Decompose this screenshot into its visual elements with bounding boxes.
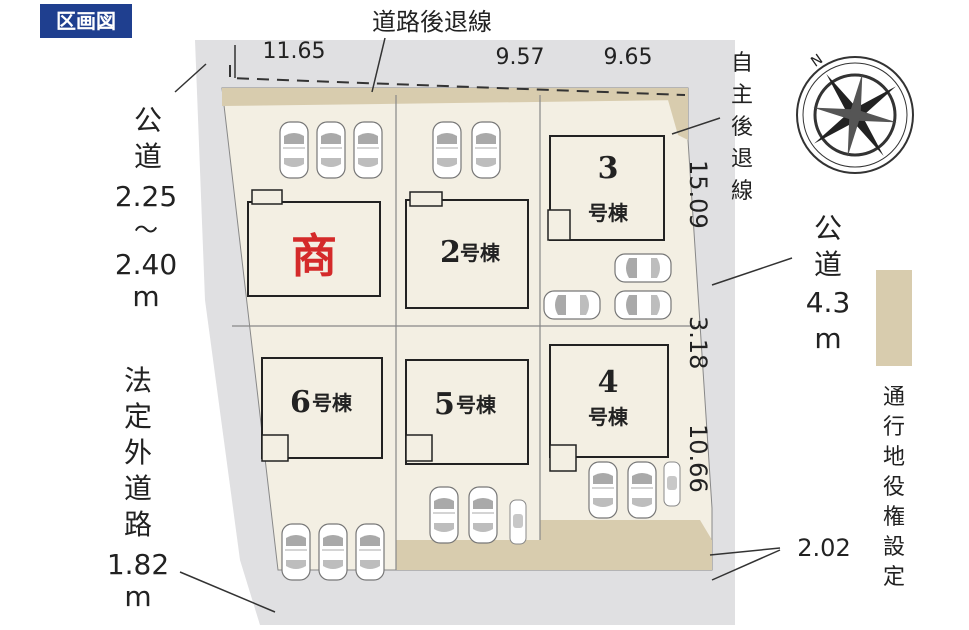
title-badge-text: 区画図 — [56, 9, 116, 33]
title-badge-bg — [40, 4, 132, 38]
leader-setback — [371, 37, 386, 93]
bicycle-icon — [509, 499, 527, 545]
lot4-suffix: 号棟 — [588, 405, 629, 429]
car-icon — [281, 523, 311, 581]
car-icon — [468, 486, 498, 544]
left-road-tilde: 〜 — [134, 216, 158, 244]
easement-char: 地 — [883, 445, 905, 470]
bicycle-icon — [663, 461, 681, 507]
left-road-label: 公 道 2.25 〜 2.40 m — [115, 104, 177, 313]
dim-right-upper: 15.09 — [684, 160, 712, 229]
car-icon — [429, 486, 459, 544]
right-road-char: 公 — [814, 212, 842, 245]
left-road-char: 道 — [134, 140, 162, 173]
easement-legend-label: 通 行 地 役 権 設 定 — [883, 385, 905, 590]
lot5-label: 5 号棟 — [434, 387, 497, 422]
outside-road-char: 法 — [124, 364, 152, 397]
car-icon — [627, 461, 657, 519]
leader-right-road — [711, 257, 793, 286]
easement-char: 通 — [883, 385, 905, 410]
building-lot5 — [405, 359, 529, 465]
easement-legend-swatch — [876, 270, 912, 366]
easement-char: 役 — [883, 475, 905, 500]
car-icon — [318, 523, 348, 581]
leader-easement-b — [711, 549, 781, 581]
outside-road-label: 法 定 外 道 路 1.82 m — [107, 364, 169, 613]
road-setback-label: 道路後退線 — [372, 8, 492, 36]
title-badge: 区画図 — [40, 4, 132, 38]
outside-road-char: 定 — [124, 400, 152, 433]
lot6-suffix: 号棟 — [312, 391, 353, 415]
easement-char: 行 — [883, 415, 905, 440]
dim-right-mid: 3.18 — [684, 316, 712, 369]
right-road-char: 道 — [814, 248, 842, 281]
self-setback-char: 後 — [731, 115, 753, 140]
dim-top-left: 11.65 — [263, 39, 326, 64]
lot3-number: 3 — [598, 151, 619, 186]
dim-top-right: 9.65 — [604, 45, 653, 70]
easement-char: 権 — [883, 505, 905, 530]
leader-self-setback — [671, 117, 721, 135]
outside-road-unit: m — [124, 580, 151, 613]
self-setback-char: 線 — [731, 179, 753, 204]
lot4-label: 4 号棟 — [588, 365, 629, 429]
car-icon — [614, 253, 672, 283]
car-icon — [279, 121, 309, 179]
lot4-number: 4 — [598, 365, 619, 400]
lot2-suffix: 号棟 — [460, 241, 501, 265]
building-lot6 — [261, 357, 383, 462]
leader-outside-road — [179, 571, 276, 613]
lot3-suffix: 号棟 — [588, 201, 629, 225]
left-road-width-from: 2.25 — [115, 180, 177, 213]
car-icon — [432, 121, 462, 179]
dim-top-mid: 9.57 — [496, 45, 545, 70]
car-icon — [588, 461, 618, 519]
lot6-number: 6 — [290, 385, 311, 420]
building-lot2 — [405, 191, 529, 309]
lot5-number: 5 — [434, 387, 455, 422]
right-road-width: 4.3 — [806, 286, 851, 319]
left-road-unit: m — [132, 280, 159, 313]
self-setback-char: 退 — [731, 147, 753, 172]
leader-easement-a — [709, 547, 781, 556]
self-setback-char: 主 — [731, 83, 753, 108]
lot2-label: 2 号棟 — [440, 235, 501, 270]
right-road-label: 公 道 4.3 m — [806, 212, 851, 355]
dim-right-lower: 10.66 — [684, 424, 712, 493]
building-lot3 — [547, 135, 665, 241]
self-setback-label: 自 主 後 退 線 — [731, 51, 753, 204]
lot3-label: 3 号棟 — [588, 151, 629, 225]
car-icon — [543, 290, 601, 320]
right-road-unit: m — [814, 322, 841, 355]
compass-rose-icon: N — [796, 51, 914, 174]
lot-dividers — [232, 95, 695, 570]
car-icon — [614, 290, 672, 320]
easement-char: 定 — [883, 565, 905, 590]
building-lot4 — [549, 344, 669, 472]
setback-dashed-line — [229, 65, 686, 96]
top-setback-strip — [222, 88, 688, 106]
left-road-char: 公 — [134, 104, 162, 137]
easement-strip-right — [540, 520, 712, 540]
car-icon — [353, 121, 383, 179]
dim-bottom-right: 2.02 — [797, 534, 850, 562]
car-icon — [316, 121, 346, 179]
self-setback-char: 自 — [731, 51, 753, 76]
lot5-suffix: 号棟 — [456, 393, 497, 417]
building-shop — [247, 189, 381, 297]
lot-shop-label: 商 — [291, 229, 337, 283]
lot2-number: 2 — [440, 235, 461, 270]
leader-left-road — [174, 63, 207, 93]
outside-road-char: 路 — [124, 508, 152, 541]
easement-char: 設 — [883, 535, 905, 560]
outside-road-char: 外 — [124, 436, 152, 469]
left-road-width-to: 2.40 — [115, 248, 177, 281]
easement-strip — [396, 540, 712, 570]
outside-road-char: 道 — [124, 472, 152, 505]
car-icon — [355, 523, 385, 581]
lot6-label: 6 号棟 — [290, 385, 353, 420]
car-icon — [471, 121, 501, 179]
outside-road-width: 1.82 — [107, 548, 169, 581]
